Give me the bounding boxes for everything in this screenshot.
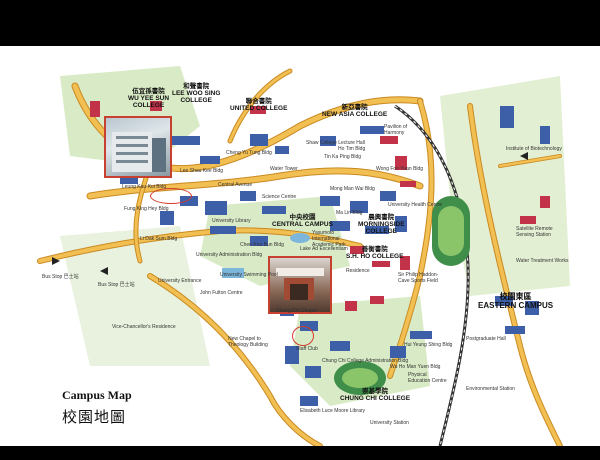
green-area-south-west	[60, 226, 210, 366]
label-fung-king-hey: Fung King Hey Bldg	[124, 206, 169, 212]
college-label-lee-woo-sing: 和聲書院 LEE WOO SING COLLEGE	[172, 83, 220, 104]
label-chen-kou-bun: Chen Kou Bun Bldg	[240, 242, 284, 248]
label-health-centre: University Health Centre	[388, 202, 443, 208]
label-science-centre: Science Centre	[262, 194, 297, 200]
college-buildings	[90, 101, 550, 311]
label-ma-lin: Ma Lin Bldg	[336, 210, 363, 216]
sports-field-track	[432, 196, 470, 266]
label-environmental-station: Environmental Station	[466, 386, 515, 392]
swimming-pool	[222, 268, 244, 278]
label-shaw-hall: Shaw College Lecture Hall	[306, 140, 365, 146]
chung-chi-track	[334, 361, 386, 395]
college-en: EASTERN CAMPUS	[478, 301, 554, 310]
label-bus-stop: Bus Stop 巴士站	[98, 282, 135, 288]
college-en: COLLEGE	[132, 102, 165, 109]
college-en: LEE WOO SING	[172, 90, 221, 97]
lake-ad-excellentiam	[290, 233, 310, 243]
label-li-dak-sum: Li Dak Sum Bldg	[140, 236, 178, 242]
label-central-avenue: Central Avenue	[218, 182, 253, 188]
college-cn: 善衡書院	[361, 246, 388, 253]
label-pavilion-harmony: Pavilion of Harmony	[384, 124, 408, 136]
wu-yee-sun-photo	[104, 116, 172, 178]
green-area-south	[290, 296, 430, 406]
college-en: COLLEGE	[365, 228, 397, 235]
college-label-new-asia: 新亞書院 NEW ASIA COLLEGE	[322, 104, 387, 118]
highlight-staff-club	[292, 326, 314, 346]
college-label-central-campus: 中央校園 CENTRAL CAMPUS	[272, 214, 333, 228]
college-label-sh-ho: 善衡書院 S.H. HO COLLEGE	[346, 246, 403, 260]
label-new-chapel: New Chapel to Theology Building	[228, 336, 268, 348]
college-cn: 中央校園	[289, 214, 316, 221]
label-john-fulton: John Fulton Centre	[200, 290, 243, 296]
label-residence: Residence	[346, 268, 370, 274]
college-en: CENTRAL CAMPUS	[272, 221, 333, 228]
label-university-library: University Library	[212, 218, 251, 224]
college-cn: 聯合書院	[245, 98, 272, 105]
college-label-wu-yee-sun: 伍宜孫書院 WU YEE SUN COLLEGE	[128, 88, 169, 109]
label-lee-shau-kee: Lee Shau Kee Bldg	[180, 168, 224, 174]
label-biotech: Institute of Biotechnology	[506, 146, 562, 152]
label-swimming-pool: University Swimming Pool	[220, 272, 278, 278]
label-vc-residence: Vice-Chancellor's Residence	[112, 324, 176, 330]
entrance-arrows	[52, 152, 528, 275]
label-water-treatment: Water Treatment Works	[516, 258, 569, 264]
label-hui-yeung: Hui Yeung Shing Bldg	[404, 342, 453, 348]
college-cn: 晨興書院	[368, 214, 395, 221]
label-wu-ho-man: Wu Ho Man Yuen Bldg	[390, 364, 441, 370]
campus-map	[37, 66, 570, 446]
college-en: CHUNG CHI COLLEGE	[340, 395, 411, 402]
chapel-photo	[268, 256, 332, 314]
map-title-chinese: 校園地圖	[62, 408, 127, 426]
college-cn: 崇基學院	[362, 388, 389, 395]
college-label-chung-chi: 崇基學院 CHUNG CHI COLLEGE	[340, 388, 410, 402]
college-en: UNITED COLLEGE	[230, 105, 288, 112]
label-ho-tim: Ho Tim Bldg	[338, 146, 366, 152]
label-ccc-admin: Chung Chi College Administration Bldg	[322, 358, 409, 364]
label-sports-field: Sir Philip Haddon-Cave Sports Field	[398, 272, 439, 284]
college-en: S.H. HO COLLEGE	[346, 253, 404, 260]
college-cn: 伍宜孫書院	[132, 88, 165, 95]
label-elisabeth-library: Elisabeth Luce Moore Library	[300, 408, 366, 414]
campus-map-page: 伍宜孫書院 WU YEE SUN COLLEGE 和聲書院 LEE WOO SI…	[0, 46, 600, 446]
label-yasumoto: Yasumoto International Academic Park	[312, 230, 346, 248]
college-cn: 校園東區	[499, 292, 532, 301]
label-satellite: Satellite Remote Sensing Station	[516, 226, 553, 238]
highlight-wu-yee-sun	[150, 188, 192, 204]
label-chung-chi-chapel: Chung Chi Chapel	[276, 308, 317, 314]
label-cheng-yu-tung: Cheng Yu Tung Bldg	[226, 150, 272, 156]
label-physical-education: Physical Education Centre	[408, 372, 447, 384]
college-label-eastern-campus: 校園東區 EASTERN CAMPUS	[478, 292, 553, 310]
label-staff-club: Staff Club	[296, 346, 318, 352]
college-label-morningside: 晨興書院 MORNINGSIDE COLLEGE	[358, 214, 405, 235]
label-mong-man-wai: Mong Man Wai Bldg	[330, 186, 375, 192]
label-university-entrance: University Entrance	[158, 278, 202, 284]
label-leung-kau-kui: Leung Kau Kui Bldg	[122, 184, 167, 190]
college-en: MORNINGSIDE	[358, 221, 405, 228]
label-admin-bldg: University Administration Bldg	[196, 252, 263, 258]
college-en: NEW ASIA COLLEGE	[322, 111, 388, 118]
college-en: WU YEE SUN	[128, 95, 170, 102]
label-bus-stop: Bus Stop 巴士站	[42, 274, 79, 280]
label-water-tower: Water Tower	[270, 166, 298, 172]
college-en: COLLEGE	[180, 97, 212, 104]
map-title: Campus Map	[62, 388, 132, 402]
college-cn: 和聲書院	[183, 83, 210, 90]
label-wong-foo-yuan: Wong Foo Yuan Bldg	[376, 166, 424, 172]
label-lake: Lake Ad Excellentiam	[300, 246, 348, 252]
college-label-united: 聯合書院 UNITED COLLEGE	[230, 98, 287, 112]
label-university-station: University Station	[370, 420, 409, 426]
label-postgraduate-hall: Postgraduate Hall	[466, 336, 506, 342]
label-tin-ka-ping: Tin Ka Ping Bldg	[324, 154, 362, 160]
college-cn: 新亞書院	[341, 104, 368, 111]
